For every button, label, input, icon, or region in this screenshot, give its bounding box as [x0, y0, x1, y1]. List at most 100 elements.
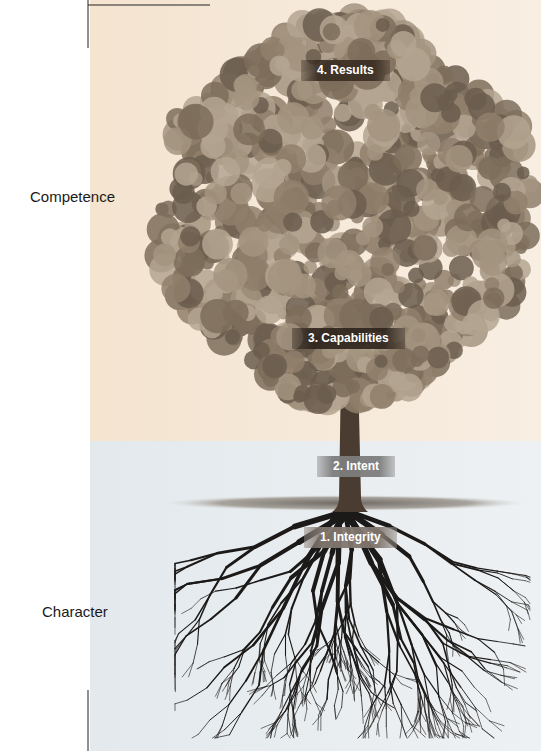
- root-branch: [339, 639, 344, 652]
- root-branch: [513, 574, 527, 576]
- leaf-cluster: [279, 234, 300, 255]
- leaf-cluster: [200, 299, 234, 333]
- root-branch: [227, 547, 256, 568]
- root-branch: [371, 658, 375, 666]
- root-branch: [294, 707, 299, 717]
- leaf-cluster: [367, 145, 383, 161]
- root-branch: [512, 602, 528, 610]
- root-branch: [283, 681, 285, 696]
- root-branch: [271, 654, 274, 672]
- root-branch: [355, 622, 359, 636]
- root-branch: [401, 684, 412, 689]
- leaf-cluster: [293, 391, 305, 403]
- root-branch: [175, 618, 176, 634]
- root-branch: [377, 724, 378, 735]
- root-branch: [484, 671, 501, 676]
- root-branch: [435, 734, 439, 738]
- leaf-cluster: [454, 204, 482, 232]
- leaf-cluster: [416, 179, 438, 201]
- root-branch: [283, 685, 285, 696]
- leaf-cluster: [317, 238, 347, 268]
- root-branch: [290, 685, 293, 706]
- leaf-cluster: [497, 219, 510, 232]
- leaf-cluster: [213, 258, 247, 292]
- root-branch: [261, 542, 300, 565]
- root-branch: [264, 660, 268, 670]
- root-branch: [439, 695, 453, 712]
- root-branch: [287, 734, 290, 739]
- root-branch: [274, 726, 277, 738]
- root-branch: [266, 729, 274, 738]
- root-branch: [197, 662, 209, 669]
- root-branch: [284, 685, 286, 696]
- root-branch: [217, 726, 222, 739]
- root-branch: [336, 563, 341, 602]
- root-branch: [192, 734, 198, 738]
- root-branch: [513, 574, 527, 578]
- leaf-cluster: [317, 385, 336, 404]
- root-branch: [485, 669, 501, 681]
- root-branch: [484, 671, 501, 683]
- section-label: Character: [42, 603, 108, 620]
- root-branch: [253, 673, 255, 684]
- root-branch: [526, 576, 530, 578]
- root-branch: [414, 673, 420, 694]
- root-branch: [507, 666, 519, 672]
- root-branch: [295, 657, 297, 677]
- root-branch: [175, 618, 176, 627]
- root-branch: [175, 641, 176, 650]
- root-branch: [349, 579, 352, 604]
- competence-band: [90, 0, 541, 441]
- root-branch: [263, 672, 266, 682]
- leaf-cluster: [202, 229, 233, 260]
- root-branch: [513, 644, 525, 646]
- root-branch: [452, 713, 459, 732]
- root-branch: [420, 725, 426, 735]
- root-branch: [175, 700, 187, 704]
- root-branch: [450, 699, 453, 711]
- root-branch: [373, 682, 376, 696]
- root-branch: [510, 663, 525, 669]
- leaf-cluster: [362, 217, 383, 238]
- root-branch: [497, 571, 512, 573]
- root-branch: [464, 715, 468, 726]
- root-branch: [175, 611, 176, 614]
- level-banner: 3. Capabilities: [292, 328, 405, 349]
- root-branch: [490, 663, 507, 666]
- root-branch: [396, 641, 399, 672]
- root-branch: [344, 632, 353, 656]
- root-branch: [291, 733, 294, 738]
- root-branch: [516, 615, 521, 624]
- root-branch: [527, 610, 530, 620]
- root-branch: [498, 578, 513, 591]
- root-branch: [340, 650, 341, 660]
- root-branch: [358, 726, 368, 738]
- root-branch: [512, 612, 518, 630]
- root-branch: [365, 648, 371, 658]
- root-branch: [400, 646, 414, 673]
- root-branch: [198, 662, 209, 669]
- root-branch: [177, 635, 188, 649]
- root-branch: [435, 710, 449, 719]
- root-branch: [342, 671, 346, 681]
- root-branch: [332, 646, 334, 654]
- root-branch: [385, 652, 390, 684]
- root-branch: [449, 719, 460, 724]
- root-branch: [337, 673, 343, 691]
- root-branch: [320, 654, 326, 671]
- root-branch: [444, 663, 461, 687]
- bracket-line: [88, 0, 89, 48]
- root-branch: [335, 602, 338, 633]
- root-branch: [498, 578, 513, 591]
- root-branch: [198, 720, 209, 734]
- leaf-cluster: [483, 287, 504, 308]
- root-branch: [293, 725, 294, 738]
- leaf-cluster: [462, 313, 484, 335]
- root-branch: [379, 561, 387, 612]
- root-branch: [424, 693, 435, 710]
- banner-text: 3. Capabilities: [308, 331, 389, 345]
- root-branch: [295, 695, 298, 709]
- root-branch: [489, 721, 504, 726]
- root-branch: [230, 712, 242, 734]
- root-branch: [390, 682, 393, 704]
